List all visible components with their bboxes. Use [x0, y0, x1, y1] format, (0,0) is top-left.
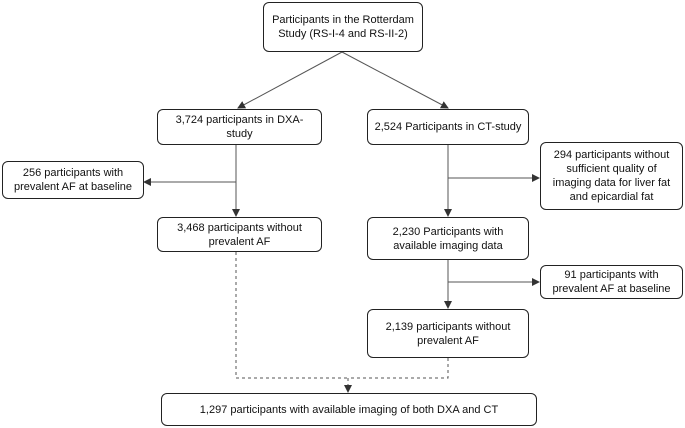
node-final-cohort: 1,297 participants with available imagin… [161, 393, 537, 426]
dashed-dxa-to-final [235, 252, 348, 379]
node-insufficient-imaging-excluded: 294 participants without sufficient qual… [540, 142, 683, 210]
node-ct-without-af: 2,139 participants without prevalent AF [367, 309, 529, 358]
node-dxa-study: 3,724 participants in DXA-study [157, 109, 322, 145]
node-dxa-without-af: 3,468 participants without prevalent AF [157, 217, 322, 252]
node-ct-study: 2,524 Participants in CT-study [367, 109, 529, 145]
node-rotterdam-study: Participants in the Rotterdam Study (RS-… [263, 2, 423, 52]
node-af-excluded-ct: 91 participants with prevalent AF at bas… [540, 265, 683, 299]
arrow-rotterdam-to-dxa [237, 51, 343, 109]
dashed-ct-to-final [348, 358, 449, 379]
arrow-rotterdam-to-ct [341, 51, 449, 109]
node-ct-available-imaging: 2,230 Participants with available imagin… [367, 217, 529, 260]
node-af-excluded-dxa: 256 participants with prevalent AF at ba… [2, 161, 144, 199]
